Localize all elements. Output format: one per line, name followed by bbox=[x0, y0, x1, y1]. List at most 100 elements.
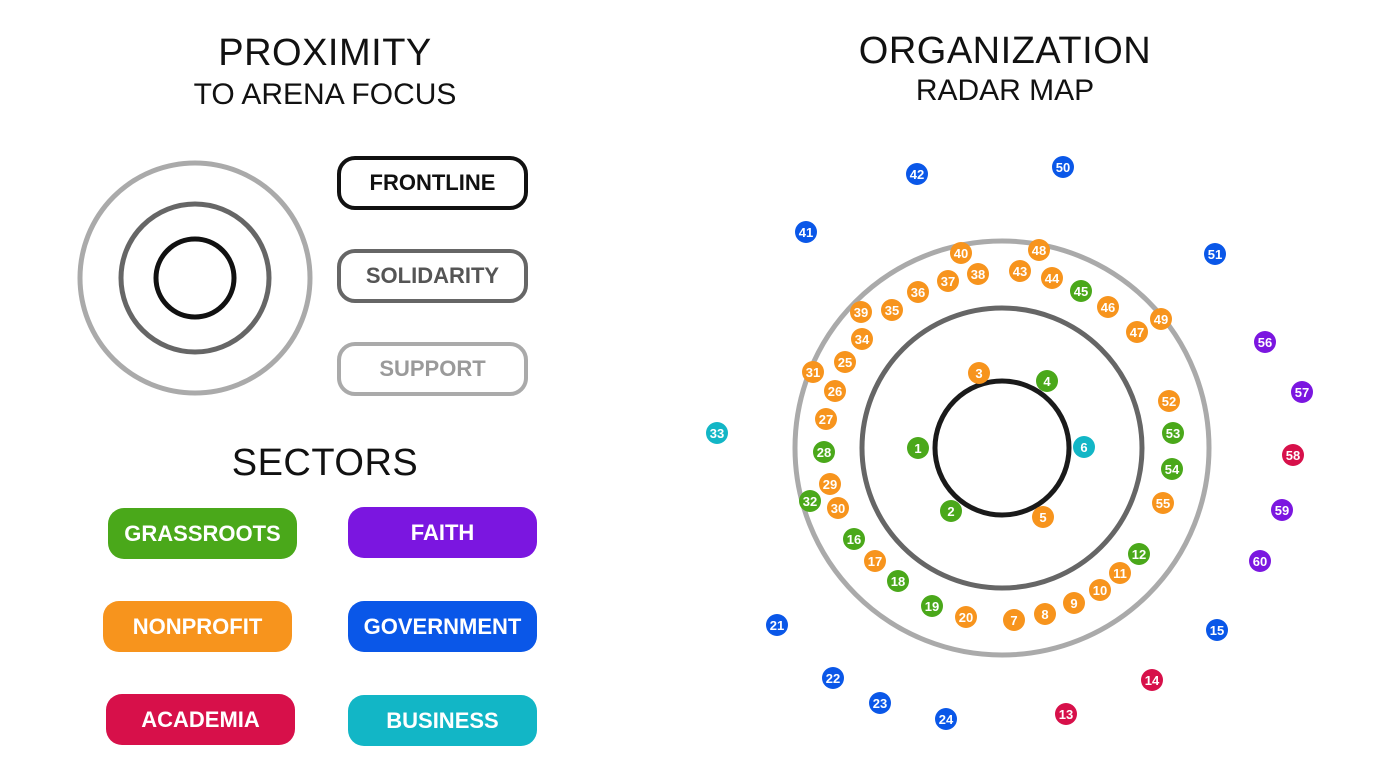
org-node-38: 38 bbox=[967, 263, 989, 285]
org-node-circle bbox=[1161, 458, 1183, 480]
org-node-circle bbox=[813, 441, 835, 463]
org-node-label: 37 bbox=[941, 274, 955, 289]
org-node-circle bbox=[968, 362, 990, 384]
sector-government-legend: GOVERNMENT bbox=[348, 601, 537, 652]
org-node-label: 13 bbox=[1059, 707, 1073, 722]
org-node-circle bbox=[799, 490, 821, 512]
org-node-label: 54 bbox=[1165, 462, 1180, 477]
org-node-circle bbox=[766, 614, 788, 636]
org-node-circle bbox=[1034, 603, 1056, 625]
org-node-label: 12 bbox=[1132, 547, 1146, 562]
org-node-54: 54 bbox=[1161, 458, 1183, 480]
org-node-label: 14 bbox=[1145, 673, 1160, 688]
org-node-label: 8 bbox=[1041, 607, 1048, 622]
org-node-18: 18 bbox=[887, 570, 909, 592]
org-node-circle bbox=[824, 380, 846, 402]
org-node-label: 43 bbox=[1013, 264, 1027, 279]
org-node-label: 51 bbox=[1208, 247, 1222, 262]
org-node-circle bbox=[1003, 609, 1025, 631]
radar-title: ORGANIZATION bbox=[858, 30, 1152, 72]
org-node-label: 52 bbox=[1162, 394, 1176, 409]
org-node-circle bbox=[815, 408, 837, 430]
org-node-circle bbox=[1055, 703, 1077, 725]
org-node-circle bbox=[881, 299, 903, 321]
org-node-label: 7 bbox=[1010, 613, 1017, 628]
org-node-circle bbox=[1063, 592, 1085, 614]
org-node-32: 32 bbox=[799, 490, 821, 512]
org-node-16: 16 bbox=[843, 528, 865, 550]
org-node-circle bbox=[1126, 321, 1148, 343]
org-node-37: 37 bbox=[937, 270, 959, 292]
org-node-circle bbox=[907, 437, 929, 459]
org-node-label: 39 bbox=[854, 305, 868, 320]
org-node-55: 55 bbox=[1152, 492, 1174, 514]
org-node-circle bbox=[937, 270, 959, 292]
org-node-circle bbox=[1282, 444, 1304, 466]
org-node-15: 15 bbox=[1206, 619, 1228, 641]
org-node-label: 42 bbox=[910, 167, 924, 182]
org-node-circle bbox=[1162, 422, 1184, 444]
org-node-14: 14 bbox=[1141, 669, 1163, 691]
solidarity-legend: SOLIDARITY bbox=[337, 249, 528, 303]
org-node-circle bbox=[827, 497, 849, 519]
org-node-circle bbox=[834, 351, 856, 373]
org-node-21: 21 bbox=[766, 614, 788, 636]
org-node-circle bbox=[822, 667, 844, 689]
sector-business-legend: BUSINESS bbox=[348, 695, 537, 746]
radar-ring-frontline bbox=[932, 378, 1072, 518]
org-node-label: 48 bbox=[1032, 243, 1046, 258]
support-legend: SUPPORT bbox=[337, 342, 528, 396]
org-node-17: 17 bbox=[864, 550, 886, 572]
org-node-60: 60 bbox=[1249, 550, 1271, 572]
org-node-label: 33 bbox=[710, 426, 724, 441]
frontline-legend: FRONTLINE bbox=[337, 156, 528, 210]
org-node-label: 2 bbox=[947, 504, 954, 519]
org-node-label: 4 bbox=[1043, 374, 1051, 389]
org-node-43: 43 bbox=[1009, 260, 1031, 282]
org-node-label: 59 bbox=[1275, 503, 1289, 518]
org-node-41: 41 bbox=[795, 221, 817, 243]
org-node-31: 31 bbox=[802, 361, 824, 383]
org-node-label: 22 bbox=[826, 671, 840, 686]
org-node-circle bbox=[1097, 296, 1119, 318]
org-node-circle bbox=[1206, 619, 1228, 641]
org-node-label: 56 bbox=[1258, 335, 1272, 350]
org-node-circle bbox=[869, 692, 891, 714]
org-node-label: 17 bbox=[868, 554, 882, 569]
org-node-50: 50 bbox=[1052, 156, 1074, 178]
org-node-circle bbox=[706, 422, 728, 444]
org-node-label: 55 bbox=[1156, 496, 1170, 511]
org-node-circle bbox=[921, 595, 943, 617]
org-node-label: 20 bbox=[959, 610, 973, 625]
org-node-label: 45 bbox=[1074, 284, 1088, 299]
radar-ring-solidarity bbox=[859, 305, 1145, 591]
org-node-10: 10 bbox=[1089, 579, 1111, 601]
org-node-47: 47 bbox=[1126, 321, 1148, 343]
proximity-title: PROXIMITY bbox=[218, 32, 432, 74]
org-node-circle bbox=[802, 361, 824, 383]
org-node-53: 53 bbox=[1162, 422, 1184, 444]
proximity-ring-support bbox=[77, 160, 313, 396]
org-node-circle bbox=[1249, 550, 1271, 572]
org-node-59: 59 bbox=[1271, 499, 1293, 521]
org-node-label: 28 bbox=[817, 445, 831, 460]
org-node-label: 57 bbox=[1295, 385, 1309, 400]
org-node-20: 20 bbox=[955, 606, 977, 628]
org-node-label: 6 bbox=[1080, 440, 1087, 455]
org-node-circle bbox=[950, 242, 972, 264]
org-node-circle bbox=[1041, 267, 1063, 289]
org-node-circle bbox=[1073, 436, 1095, 458]
org-node-circle bbox=[843, 528, 865, 550]
org-node-8: 8 bbox=[1034, 603, 1056, 625]
org-node-34: 34 bbox=[851, 328, 873, 350]
org-node-circle bbox=[1271, 499, 1293, 521]
org-node-label: 36 bbox=[911, 285, 925, 300]
org-node-label: 60 bbox=[1253, 554, 1267, 569]
org-node-4: 4 bbox=[1036, 370, 1058, 392]
org-node-circle bbox=[1052, 156, 1074, 178]
org-node-label: 32 bbox=[803, 494, 817, 509]
org-node-circle bbox=[819, 473, 841, 495]
org-node-label: 3 bbox=[975, 366, 982, 381]
org-node-label: 26 bbox=[828, 384, 842, 399]
